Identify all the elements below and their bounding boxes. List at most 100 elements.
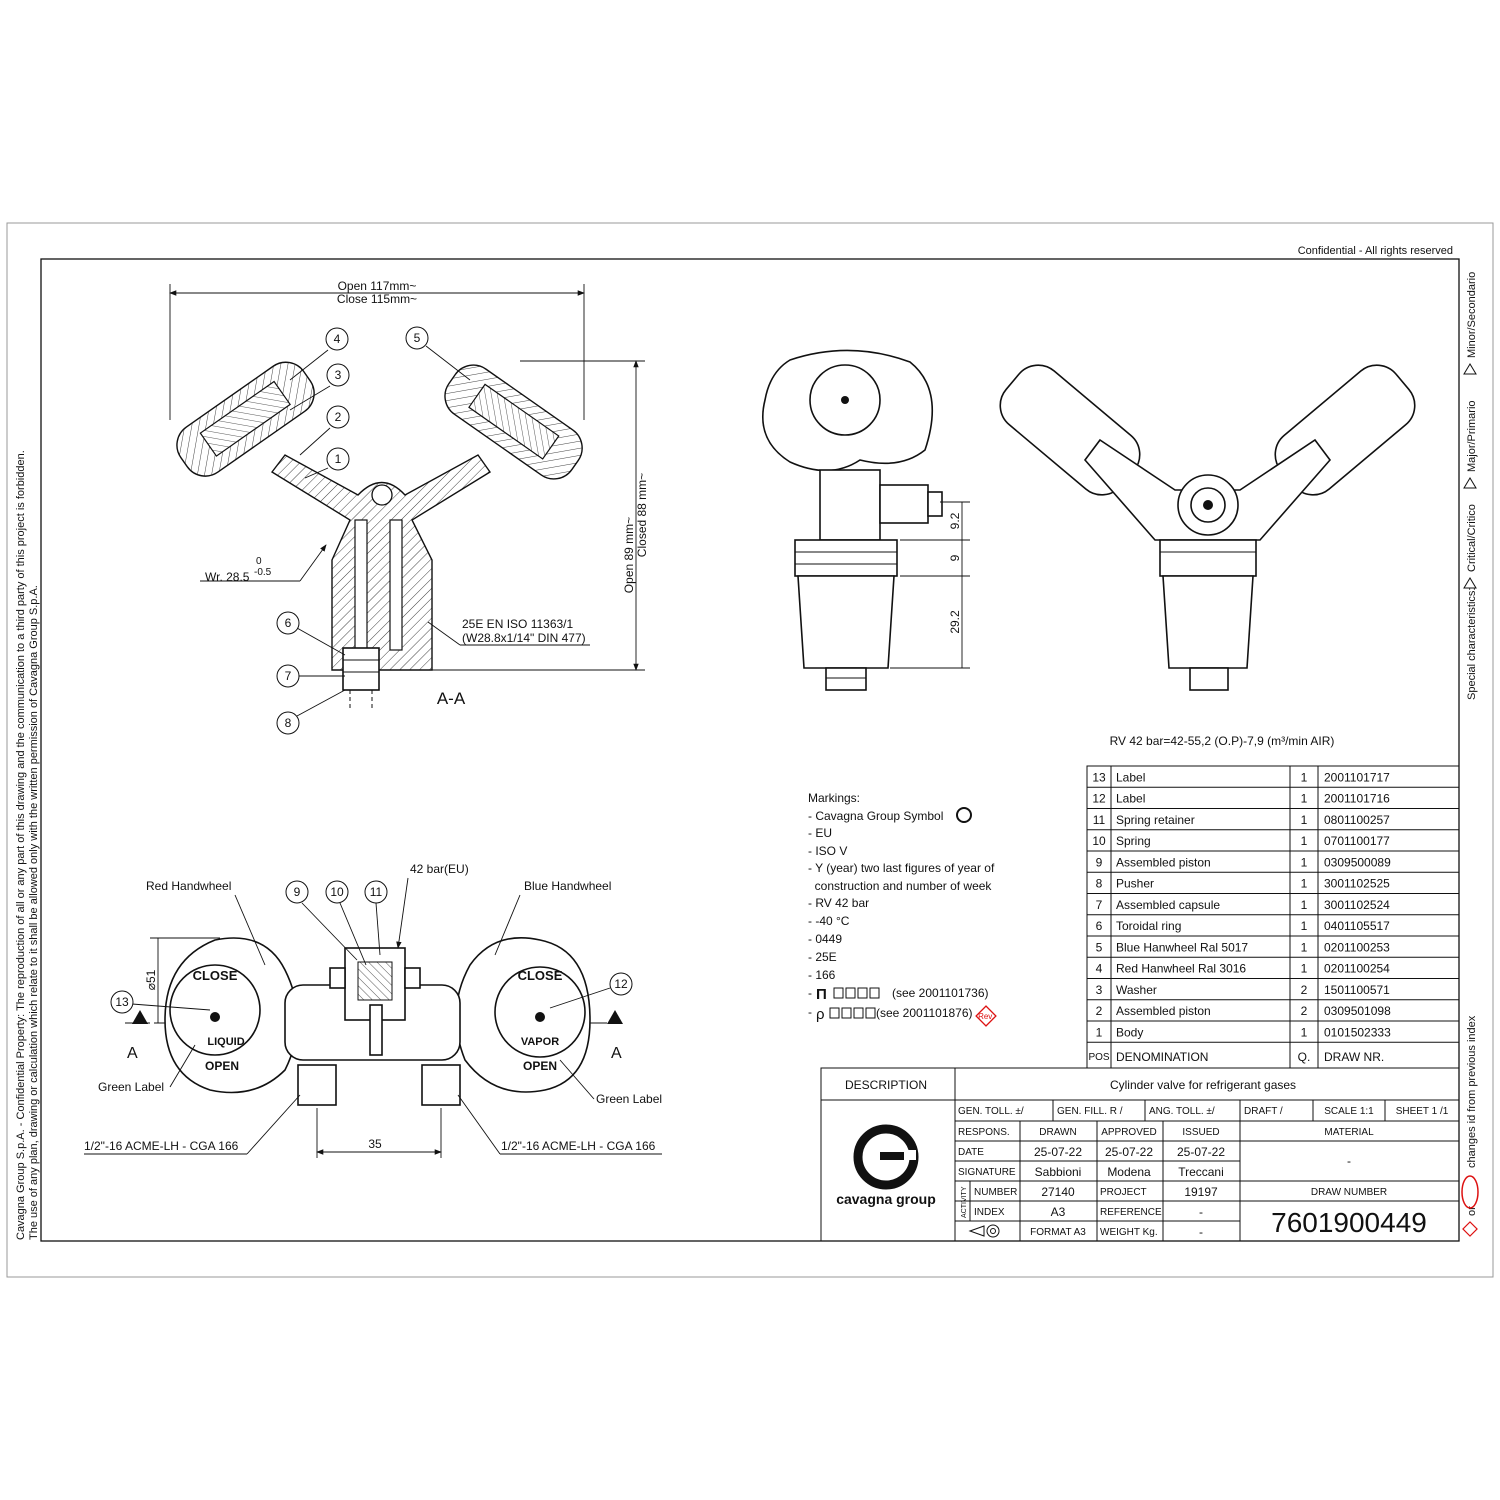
balloon-10: 10 [325,880,367,966]
balloon-3: 3 [289,363,350,411]
bom-draw-nr: 0801100257 [1324,813,1390,827]
bom-draw-nr: 2001101717 [1324,770,1390,784]
dim-9: 9 [948,554,962,561]
bom-denomination: Assembled piston [1116,855,1211,869]
bom-pos: 8 [1096,877,1103,891]
bom-qty: 1 [1301,813,1308,827]
rev-label: Rev. [978,1012,994,1021]
dim-closed-height: Closed 88 mm~ [635,473,649,557]
svg-text:5: 5 [414,331,421,345]
marking-line: construction and number of week [808,879,992,893]
bom-denomination: Blue Hanwheel Ral 5017 [1116,940,1248,954]
bom-pos: 9 [1096,855,1103,869]
bom-qty: 1 [1301,962,1308,976]
thread-spec-1: 25E EN ISO 11363/1 [462,617,574,631]
rho-boxes [829,1007,876,1019]
rho-ref: (see 2001101876) [876,1006,973,1020]
activity-label: ACTIVITY [961,1186,968,1218]
bom-denomination: Body [1116,1025,1143,1039]
balloon-2: 2 [299,405,350,456]
section-mark-left: A [127,1045,138,1062]
bom-denomination: Toroidal ring [1116,919,1181,933]
bom-pos: 11 [1093,813,1106,827]
bom-pos: 5 [1096,940,1103,954]
svg-text:8: 8 [285,716,292,730]
bom-header-denom: DENOMINATION [1116,1050,1208,1064]
wr-label: Wr. 28.5 [205,570,250,584]
bom-denomination: Spring [1116,834,1151,848]
svg-text:6: 6 [285,616,292,630]
critical-triangle-icon [1463,577,1477,589]
confidential-note: Confidential - All rights reserved [1298,245,1453,257]
bom-pos: 3 [1096,983,1103,997]
right-wheel-open: OPEN [523,1059,557,1073]
bom-denomination: Spring retainer [1116,813,1195,827]
gen-fill: GEN. FILL. R / [1057,1106,1123,1117]
svg-text:10: 10 [330,885,344,899]
bom-draw-nr: 0309500089 [1324,855,1391,869]
svg-text:4: 4 [334,332,341,346]
svg-text:11: 11 [370,885,383,899]
outlet-right [421,1064,461,1106]
bom-pos: 12 [1092,792,1106,806]
title-block: DESCRIPTION Cylinder valve for refrigera… [820,1067,1460,1242]
balloon-12: 12 [549,972,633,1009]
marking-line: - 0449 [808,932,842,946]
bom-pos: 6 [1096,919,1103,933]
thread-left-label: 1/2"-16 ACME-LH - CGA 166 [84,1139,239,1153]
draw-number: 7601900449 [1271,1207,1427,1238]
marking-line: - Y (year) two last figures of year of [808,861,995,875]
index-label: INDEX [974,1207,1005,1218]
date-label: DATE [958,1147,984,1158]
balloon-9: 9 [285,880,358,961]
balloon-13: 13 [110,990,211,1014]
right-wheel-vapor: VAPOR [521,1036,559,1048]
bom-pos: 1 [1096,1025,1103,1039]
draw-number-label: DRAW NUMBER [1311,1187,1387,1198]
bom-qty: 1 [1301,792,1308,806]
balloon-7: 7 [276,664,345,688]
bom-draw-nr: 1501100571 [1324,983,1390,997]
bom-denomination: Assembled piston [1116,1004,1211,1018]
svg-text:1: 1 [335,452,342,466]
svg-text:12: 12 [614,977,628,991]
changes-note: changes id from previous index [1466,1015,1478,1168]
green-label-left: Green Label [98,1080,164,1094]
pi-symbol-icon: Π [816,986,827,1003]
draft: DRAFT / [1244,1106,1283,1117]
balloon-8: 8 [276,689,346,735]
svg-text:9: 9 [294,885,301,899]
drawing-border [40,258,1460,1242]
issued-label: ISSUED [1182,1127,1219,1138]
change-ellipse-icon [1461,1175,1479,1209]
marking-line: - ISO V [808,844,847,858]
side-note-2: The use of any plan, drawing or calculat… [28,585,40,1240]
wr-tol-upper: 0 [256,556,262,567]
rho-symbol-icon: ρ [816,1006,825,1023]
front-view [999,364,1416,691]
bom-denomination: Assembled capsule [1116,898,1220,912]
weight-value: - [1199,1225,1203,1239]
index-value: A3 [1051,1205,1066,1219]
bom-qty: 2 [1301,1004,1308,1018]
bom-draw-nr: 0701100177 [1324,834,1390,848]
bom-header-draw: DRAW NR. [1324,1050,1384,1064]
bom-denomination: Washer [1116,983,1157,997]
cavagna-logo: cavagna group [836,1124,936,1207]
drawn-label: DRAWN [1039,1127,1076,1138]
or-label: or [1466,1206,1478,1216]
dim-close-width: Close 115mm~ [337,292,417,306]
svg-text:-: - [808,1005,812,1019]
marking-line: - 166 [808,968,836,982]
sheet: SHEET 1 /1 [1396,1106,1449,1117]
sig-approved: Modena [1107,1165,1151,1179]
respons-label: RESPONS. [958,1127,1010,1138]
svg-text:7: 7 [285,669,292,683]
section-capsule [342,647,380,691]
